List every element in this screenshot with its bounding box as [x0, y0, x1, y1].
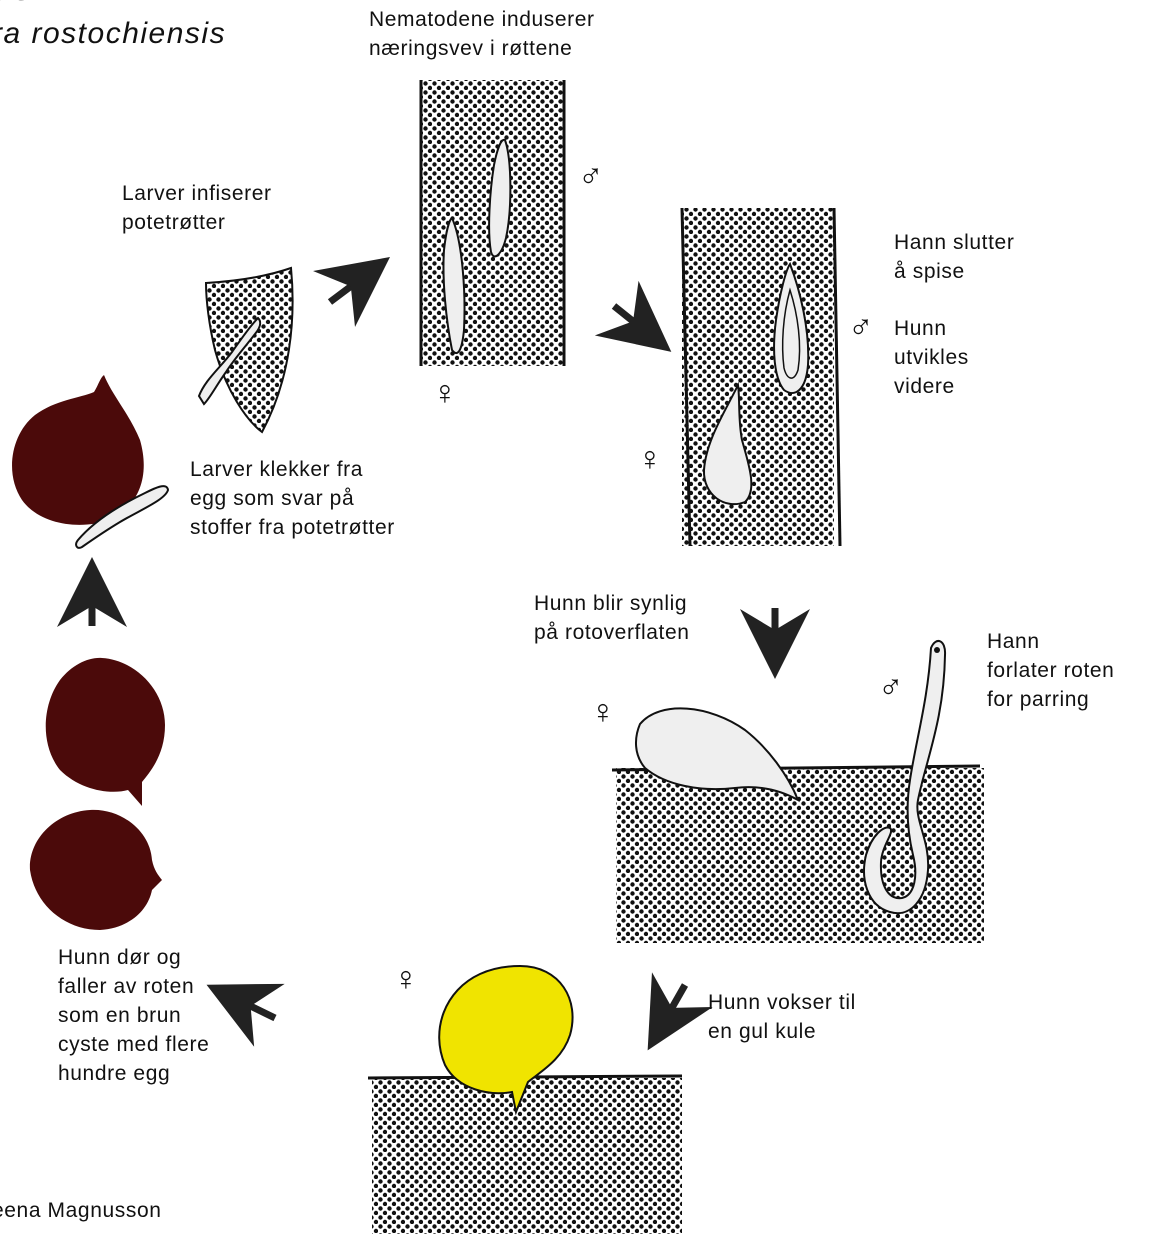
label-grows: Hunn vokser til en gul kule	[708, 988, 856, 1046]
yellow-female-section	[368, 966, 682, 1234]
male-symbol-3: ♂	[878, 669, 904, 703]
arrow-grow-to-die	[238, 1000, 275, 1018]
female-symbol-3: ♀	[590, 695, 616, 729]
arrow-visible-to-grow	[665, 985, 685, 1020]
arrow-induce-to-develop	[614, 306, 644, 330]
hatching-cyst	[12, 375, 168, 548]
root-section-2	[682, 208, 840, 546]
root-section-1	[421, 80, 564, 366]
label-female-develops: Hunn utvikles videre	[894, 314, 969, 401]
female-symbol-4: ♀	[393, 962, 419, 996]
label-visible: Hunn blir synlig på rotoverflaten	[534, 589, 690, 647]
diagram-subtitle: ra rostochiensis	[0, 17, 226, 51]
male-symbol-1: ♂	[578, 158, 604, 192]
female-symbol-1: ♀	[432, 376, 458, 410]
label-male-stops: Hann slutter å spise	[894, 228, 1014, 286]
label-infect: Larver infiserer potetrøtter	[122, 179, 272, 237]
label-dies: Hunn dør og faller av roten som en brun …	[58, 943, 209, 1088]
label-hatch: Larver klekker fra egg som svar på stoff…	[190, 455, 395, 542]
arrow-infect-to-induce	[330, 278, 362, 302]
label-male-leaves: Hann forlater roten for parring	[987, 627, 1114, 714]
root-surface-section	[612, 641, 984, 943]
male-symbol-2: ♂	[848, 309, 874, 343]
female-symbol-2: ♀	[637, 442, 663, 476]
brown-cysts	[30, 658, 165, 930]
diagram-title: kids	[0, 0, 32, 9]
label-induce: Nematodene induserer næringsvev i røtten…	[369, 5, 595, 63]
root-tip-illustration	[199, 268, 293, 432]
